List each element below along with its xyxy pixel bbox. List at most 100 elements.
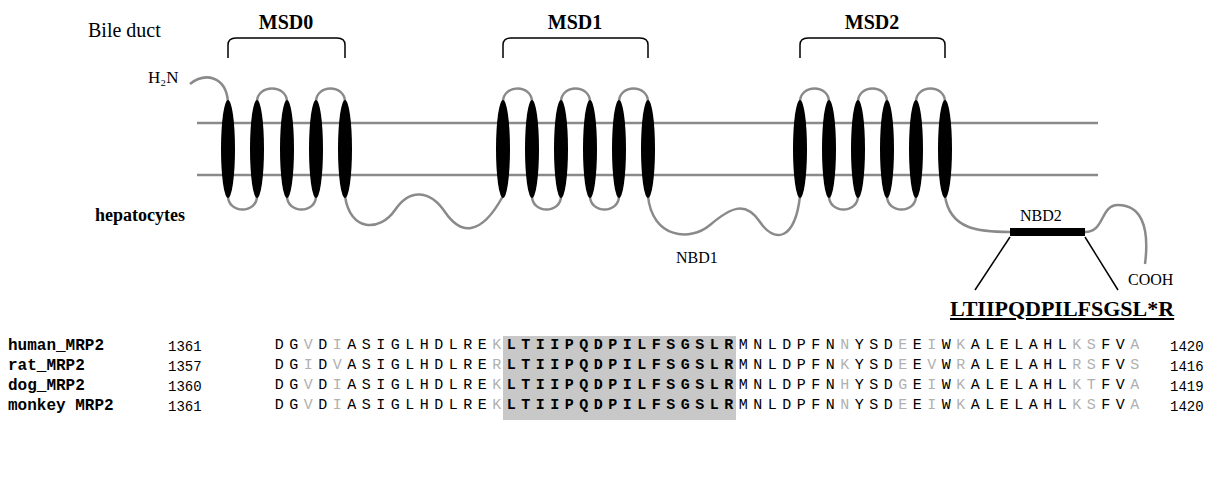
residue: L — [504, 336, 519, 356]
residue: F — [649, 336, 664, 356]
residue: D — [780, 356, 795, 376]
residue: I — [374, 376, 389, 396]
residue: D — [780, 396, 795, 416]
residue: W — [939, 336, 954, 356]
loop — [858, 89, 887, 103]
residue: I — [925, 336, 940, 356]
residue: E — [475, 336, 490, 356]
loop — [887, 196, 916, 210]
residue: A — [1128, 396, 1143, 416]
residue: G — [287, 356, 302, 376]
residue: G — [287, 376, 302, 396]
residue: D — [881, 396, 896, 416]
residue: H — [838, 376, 853, 396]
peptide-sequence: LTIIPQDPILFSGSL*R — [950, 296, 1174, 322]
peptide-highlight — [503, 336, 736, 420]
residue: P — [794, 336, 809, 356]
residue: P — [794, 396, 809, 416]
residue: F — [809, 336, 824, 356]
residue: V — [301, 336, 316, 356]
residue: H — [1041, 356, 1056, 376]
helix — [525, 100, 539, 198]
loop — [257, 89, 287, 103]
residue: W — [939, 396, 954, 416]
residue: N — [838, 336, 853, 356]
residue: I — [533, 356, 548, 376]
residue: I — [548, 376, 563, 396]
residue: A — [1026, 336, 1041, 356]
residue: G — [388, 356, 403, 376]
residue: A — [1128, 336, 1143, 356]
helix — [909, 100, 923, 198]
helix — [641, 100, 655, 198]
residue: I — [533, 396, 548, 416]
residue: F — [809, 356, 824, 376]
residue: A — [1026, 376, 1041, 396]
domain-label: NBD1 — [676, 248, 718, 267]
residue: E — [997, 356, 1012, 376]
residue: I — [330, 396, 345, 416]
residue: Y — [852, 356, 867, 376]
residue: M — [736, 376, 751, 396]
residue: E — [997, 396, 1012, 416]
species-name: rat_MRP2 — [8, 356, 85, 376]
residue: L — [1055, 356, 1070, 376]
loop — [532, 196, 561, 210]
residue: A — [345, 336, 360, 356]
residue: D — [272, 336, 287, 356]
residue: N — [751, 356, 766, 376]
residue: L — [765, 376, 780, 396]
residue: V — [1113, 336, 1128, 356]
residue: S — [693, 396, 708, 416]
residue: S — [1084, 356, 1099, 376]
residue: S — [359, 376, 374, 396]
residue: P — [606, 376, 621, 396]
residue: L — [446, 396, 461, 416]
residue: W — [939, 356, 954, 376]
residue: L — [403, 356, 418, 376]
aligned-sequence: DGVDIASIGLHDLREKLTIIPQDPILFSGSLRMNLDPFNN… — [272, 396, 1142, 416]
residue: L — [707, 396, 722, 416]
residue: I — [374, 336, 389, 356]
residue: P — [794, 376, 809, 396]
residue: S — [359, 356, 374, 376]
linker — [945, 196, 1010, 232]
helix — [496, 100, 510, 198]
n-terminus — [190, 78, 228, 102]
residue: A — [968, 376, 983, 396]
residue: F — [1099, 396, 1114, 416]
residue: E — [910, 356, 925, 376]
residue: D — [432, 336, 447, 356]
residue: G — [678, 376, 693, 396]
residue: G — [287, 396, 302, 416]
helix — [221, 100, 235, 198]
residue: D — [432, 376, 447, 396]
residue: L — [403, 396, 418, 416]
residue: N — [823, 396, 838, 416]
residue: N — [823, 376, 838, 396]
residue: L — [765, 356, 780, 376]
residue: N — [823, 336, 838, 356]
residue: K — [1070, 396, 1085, 416]
residue: I — [925, 376, 940, 396]
residue: M — [736, 396, 751, 416]
helix — [793, 100, 807, 198]
residue: I — [620, 396, 635, 416]
residue: D — [316, 356, 331, 376]
residue: G — [388, 396, 403, 416]
aligned-sequence: DGVDIASIGLHDLREKLTIIPQDPILFSGSLRMNLDPFNH… — [272, 376, 1142, 396]
residue: D — [881, 376, 896, 396]
aligned-sequence: DGIDVASIGLHDLRERLTIIPQDPILFSGSLRMNLDPFNK… — [272, 356, 1142, 376]
residue: F — [649, 376, 664, 396]
residue: E — [475, 396, 490, 416]
residue: D — [272, 376, 287, 396]
residue: R — [490, 356, 505, 376]
residue: V — [1113, 376, 1128, 396]
residue: S — [359, 396, 374, 416]
residue: I — [925, 396, 940, 416]
residue: G — [896, 376, 911, 396]
loop — [590, 196, 619, 210]
